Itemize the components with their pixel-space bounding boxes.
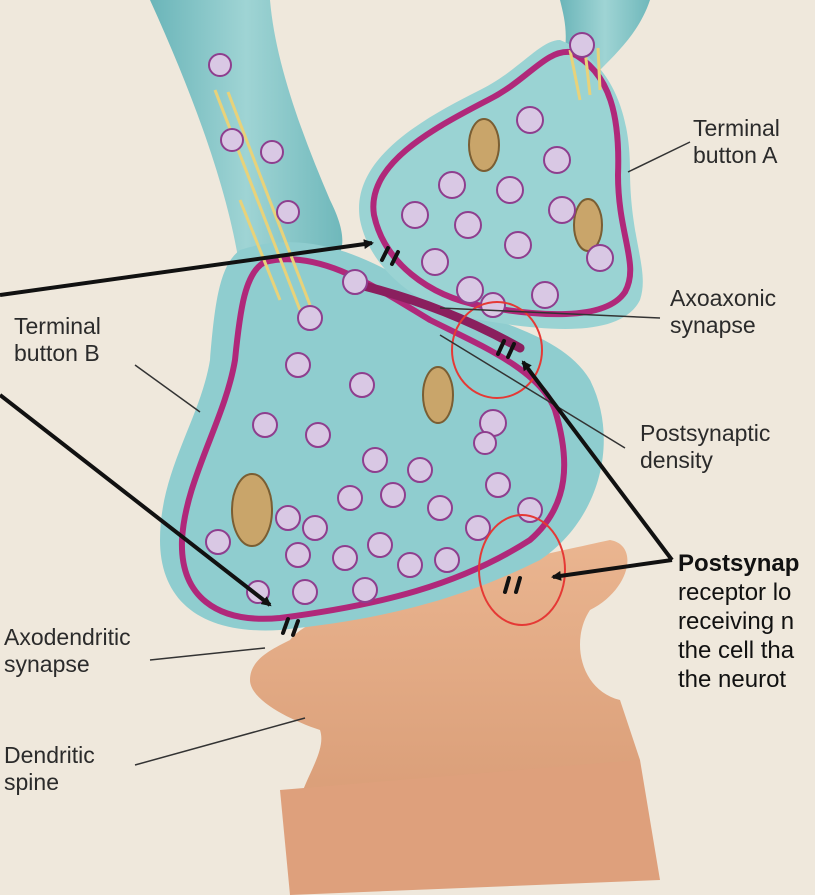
note-line: the neurot [678,666,787,693]
note-line: the cell tha [678,637,795,664]
label-axoaxonic-synapse: Axoaxonic synapse [670,285,777,338]
terminal-b-membrane [178,256,568,622]
arrow-to-spine-marker [551,558,673,581]
leader-lines [134,141,691,766]
synapse-markers [281,246,522,637]
highlight-circles [451,301,566,626]
label-postsynaptic-density: Postsynaptic density [640,420,771,473]
axon-b-stalk [150,0,343,270]
postsynaptic-density-band [355,280,525,353]
label-terminal-button-b: Terminal button B [14,313,101,366]
label-axodendritic-synapse: Axodendritic synapse [4,624,131,677]
dendritic-shaft [280,760,660,895]
arrow-to-axodendritic [0,393,272,607]
synaptic-vesicles [205,32,614,605]
label-dendritic-spine: Dendritic spine [4,742,95,795]
postsynaptic-note: Postsynap receptor lo receiving n the ce… [678,549,799,694]
note-line: receiving n [678,608,795,635]
arrow-to-axoaxonic-top [0,239,374,297]
arrow-to-density-marker [521,360,674,562]
label-terminal-button-a: Terminal button A [693,115,780,168]
note-title: Postsynap [678,550,800,577]
note-line: receptor lo [678,579,792,606]
terminal-button-b [160,242,604,631]
neurofilaments [213,47,602,311]
mitochondria [231,118,603,547]
black-arrows [0,239,674,607]
